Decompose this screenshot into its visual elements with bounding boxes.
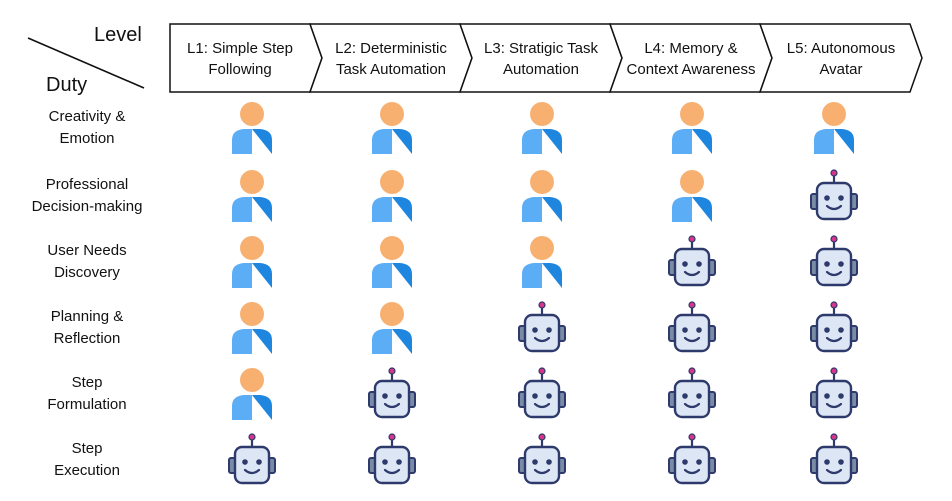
person-icon — [224, 300, 280, 356]
person-icon — [224, 234, 280, 290]
person-icon — [664, 100, 720, 156]
robot-icon — [514, 432, 570, 488]
robot-icon — [664, 234, 720, 290]
level-header-l4: L4: Memory &Context Awareness — [626, 40, 756, 78]
robot-icon — [664, 366, 720, 422]
person-icon — [514, 168, 570, 224]
robot-icon — [514, 366, 570, 422]
robot-icon — [806, 366, 862, 422]
duty-creativity-emotion: Creativity &Emotion — [48, 108, 126, 147]
level-arrow-segment — [758, 23, 923, 93]
corner-diagonal-line — [27, 37, 145, 89]
level-arrow-band — [169, 23, 923, 93]
robot-icon — [806, 432, 862, 488]
corner-header: Level Duty — [0, 0, 160, 105]
person-icon — [806, 100, 862, 156]
level-axis-label: Level — [94, 24, 142, 46]
duty-planning-reflection: Planning &Reflection — [50, 308, 124, 347]
person-icon — [514, 100, 570, 156]
person-icon — [224, 100, 280, 156]
person-icon — [664, 168, 720, 224]
robot-icon — [664, 300, 720, 356]
robot-icon — [364, 366, 420, 422]
robot-icon — [664, 432, 720, 488]
person-icon — [364, 100, 420, 156]
robot-icon — [806, 168, 862, 224]
person-icon — [224, 366, 280, 422]
person-icon — [364, 168, 420, 224]
person-icon — [364, 300, 420, 356]
robot-icon — [806, 234, 862, 290]
robot-icon — [806, 300, 862, 356]
person-icon — [224, 168, 280, 224]
robot-icon — [364, 432, 420, 488]
duty-axis-label: Duty — [46, 74, 88, 96]
robot-icon — [514, 300, 570, 356]
person-icon — [514, 234, 570, 290]
robot-icon — [224, 432, 280, 488]
person-icon — [364, 234, 420, 290]
